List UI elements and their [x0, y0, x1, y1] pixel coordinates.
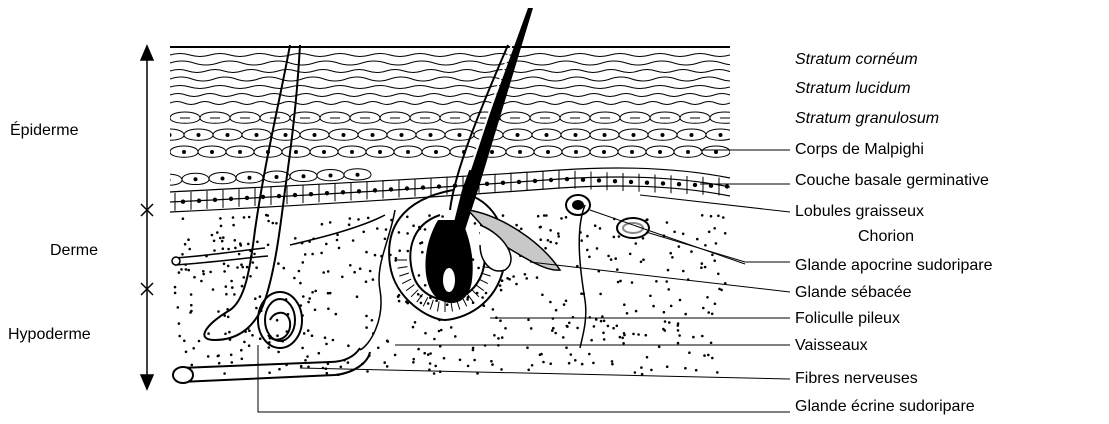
glande-apocrine-label: Glande apocrine sudoripare: [795, 257, 992, 275]
blood-vessel: [172, 205, 586, 350]
glande-ecrine-label: Glande écrine sudoripare: [795, 398, 975, 416]
malpighi-cell-layer: [155, 112, 740, 185]
stratum-granulosum-label: Stratum granulosum: [795, 110, 939, 128]
stratum-corneum-label: Stratum cornéum: [795, 51, 918, 69]
eccrine-gland: [258, 292, 302, 348]
apocrine-duct-opening: [566, 195, 590, 215]
lobules-graisseux-label: Lobules graisseux: [795, 203, 924, 221]
stratum-corneum-layer: [170, 47, 746, 105]
region-derme-label: Derme: [50, 242, 98, 260]
leader-lines: [258, 150, 790, 412]
second-hair: [204, 45, 300, 340]
skin-layers: [155, 47, 746, 376]
layer-scale-arrow: [141, 46, 153, 389]
couche-basale-label: Couche basale germinative: [795, 172, 989, 190]
fibres-nerveuses-label: Fibres nerveuses: [795, 370, 918, 388]
glande-sebacee-label: Glande sébacée: [795, 284, 912, 302]
stratum-lucidum-label: Stratum lucidum: [795, 80, 911, 98]
nerve-fibre: [173, 348, 370, 383]
region-epiderme-label: Épiderme: [10, 122, 78, 140]
sebaceous-gland: [468, 210, 560, 271]
region-hypoderme-label: Hypoderme: [8, 326, 91, 344]
vaisseaux-label: Vaisseaux: [795, 337, 868, 355]
foliculle-pileux-label: Foliculle pileux: [795, 310, 900, 328]
hair-bulb: [425, 220, 472, 303]
chorion-label: Chorion: [858, 228, 914, 246]
corps-de-malpighi-label: Corps de Malpighi: [795, 141, 924, 159]
